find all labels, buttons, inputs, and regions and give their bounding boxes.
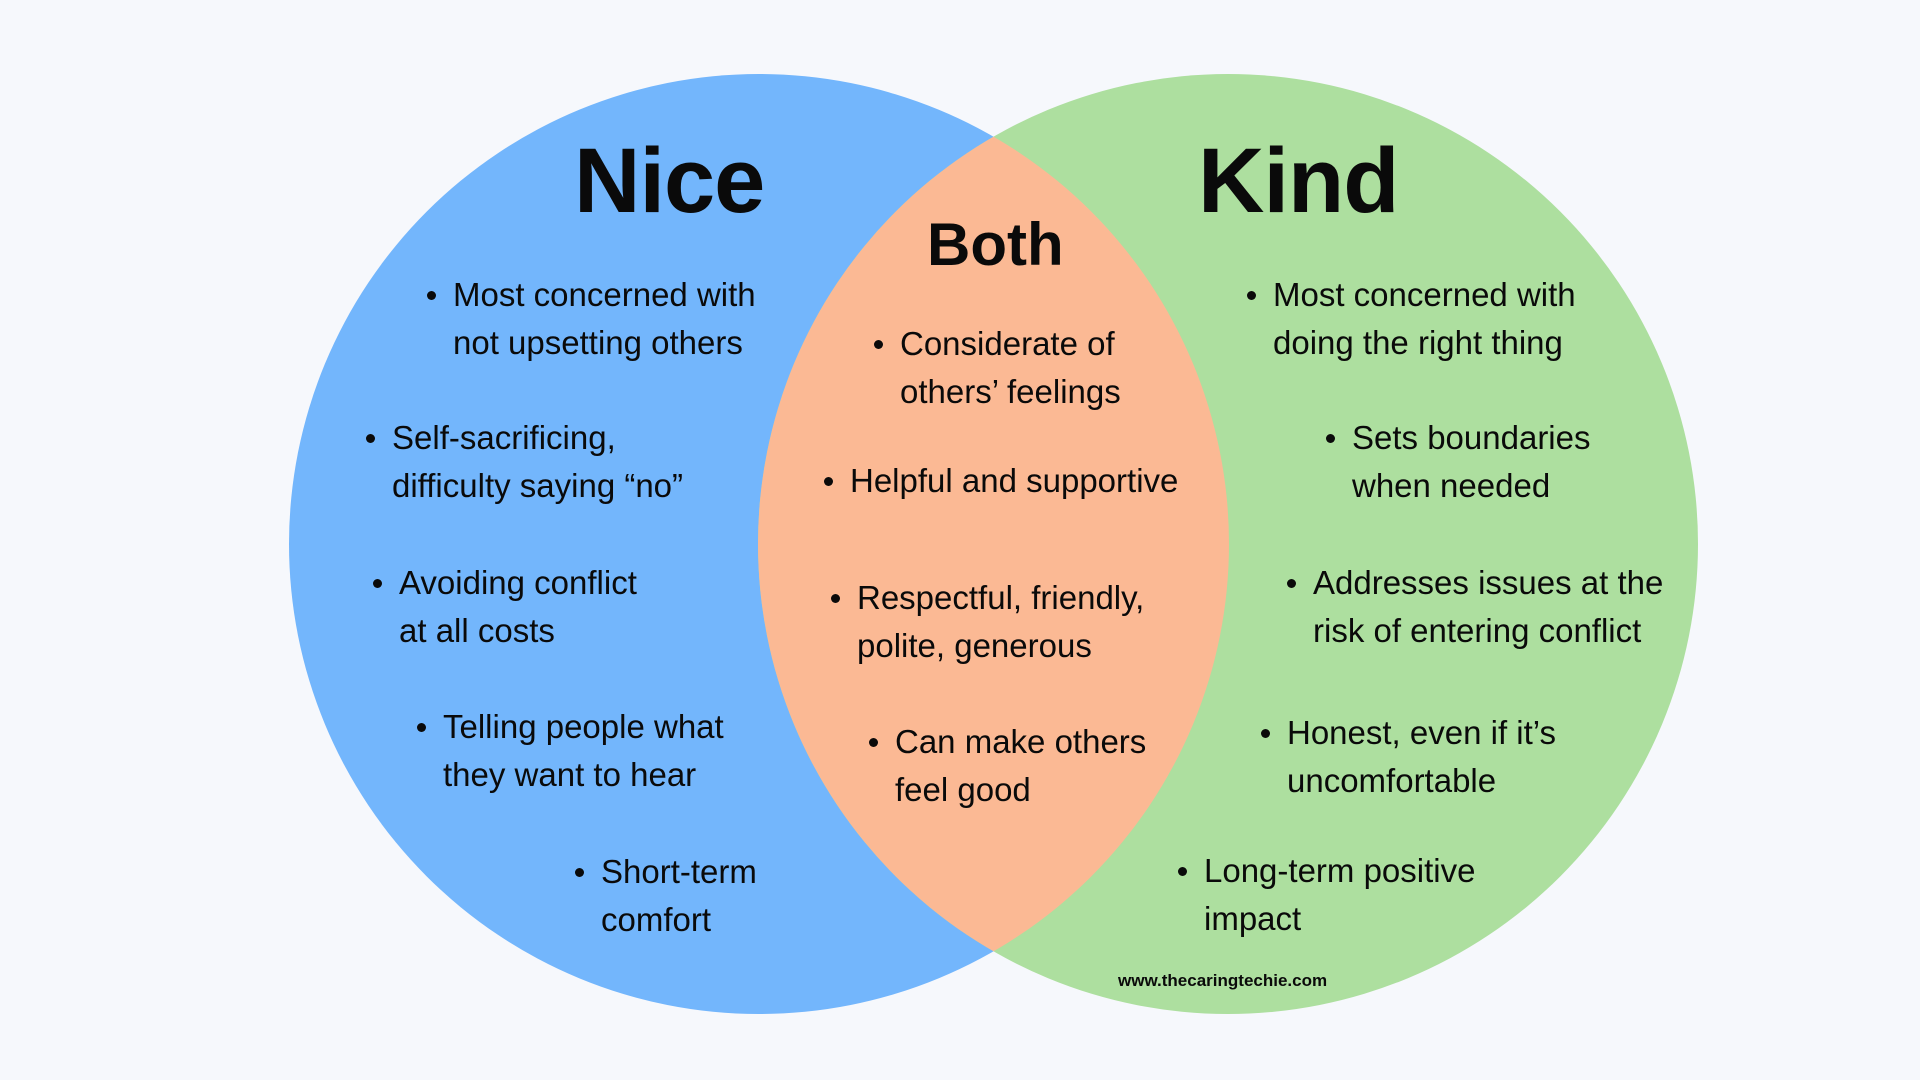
bullet-icon [1283, 559, 1313, 607]
nice-item: Avoiding conflict at all costs [373, 559, 637, 655]
overlap-region [758, 74, 1229, 1014]
kind-item: Most concerned with doing the right thin… [1247, 271, 1576, 367]
nice-item: Most concerned with not upsetting others [427, 271, 756, 367]
nice-item: Telling people what they want to hear [417, 703, 724, 799]
bullet-icon [362, 414, 392, 462]
bullet-icon [820, 457, 850, 505]
kind-item: Addresses issues at the risk of entering… [1287, 559, 1663, 655]
kind-item: Honest, even if it’s uncomfortable [1261, 709, 1556, 805]
bullet-icon [571, 848, 601, 896]
bullet-icon [423, 271, 453, 319]
bullet-icon [369, 559, 399, 607]
kind-item: Long-term positive impact [1178, 847, 1475, 943]
nice-title: Nice [574, 130, 765, 232]
kind-item: Sets boundaries when needed [1326, 414, 1591, 510]
bullet-icon [1322, 414, 1352, 462]
both-title: Both [927, 211, 1064, 278]
nice-item: Self-sacrificing, difficulty saying “no” [366, 414, 683, 510]
bullet-icon [1243, 271, 1273, 319]
bullet-icon [865, 718, 895, 766]
both-item: Respectful, friendly, polite, generous [831, 574, 1144, 670]
nice-item: Short-term comfort [575, 848, 757, 944]
bullet-icon [1174, 847, 1204, 895]
bullet-icon [870, 320, 900, 368]
bullet-icon [413, 703, 443, 751]
both-item: Can make others feel good [869, 718, 1146, 814]
bullet-icon [827, 574, 857, 622]
both-item: Considerate of others’ feelings [874, 320, 1121, 416]
kind-title: Kind [1198, 130, 1399, 232]
bullet-icon [1257, 709, 1287, 757]
both-item: Helpful and supportive [824, 457, 1178, 505]
website-credit: www.thecaringtechie.com [1118, 971, 1328, 990]
